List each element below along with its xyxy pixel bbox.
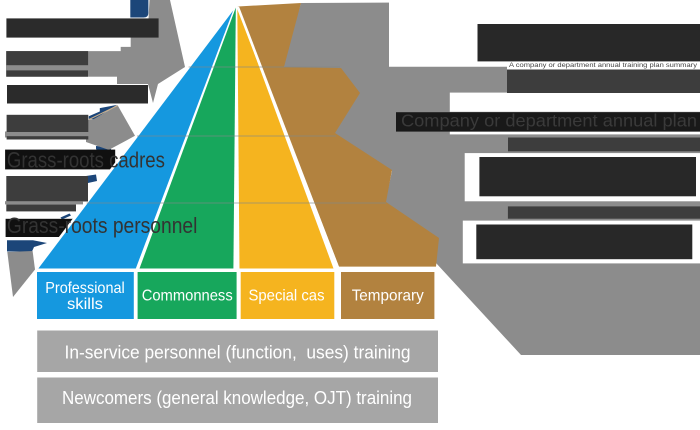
svg-text:Special cas: Special cas <box>249 288 325 305</box>
svg-text:Company or department annual p: Company or department annual plan <box>401 111 697 131</box>
svg-text:In-service personnel (function: In-service personnel (function, uses) tr… <box>65 342 411 363</box>
svg-text:Grass-roots personnel: Grass-roots personnel <box>7 213 198 238</box>
svg-text:skills: skills <box>67 296 103 313</box>
svg-text:A company or department annual: A company or department annual training … <box>509 62 698 69</box>
svg-text:Newcomers (general knowledge,: Newcomers (general knowledge, OJT) train… <box>62 387 412 408</box>
svg-text:Temporary: Temporary <box>352 288 424 305</box>
svg-text:Grass-roots cadres: Grass-roots cadres <box>7 148 165 173</box>
svg-text:Commonness: Commonness <box>142 288 233 305</box>
svg-text:Professional: Professional <box>45 280 125 297</box>
